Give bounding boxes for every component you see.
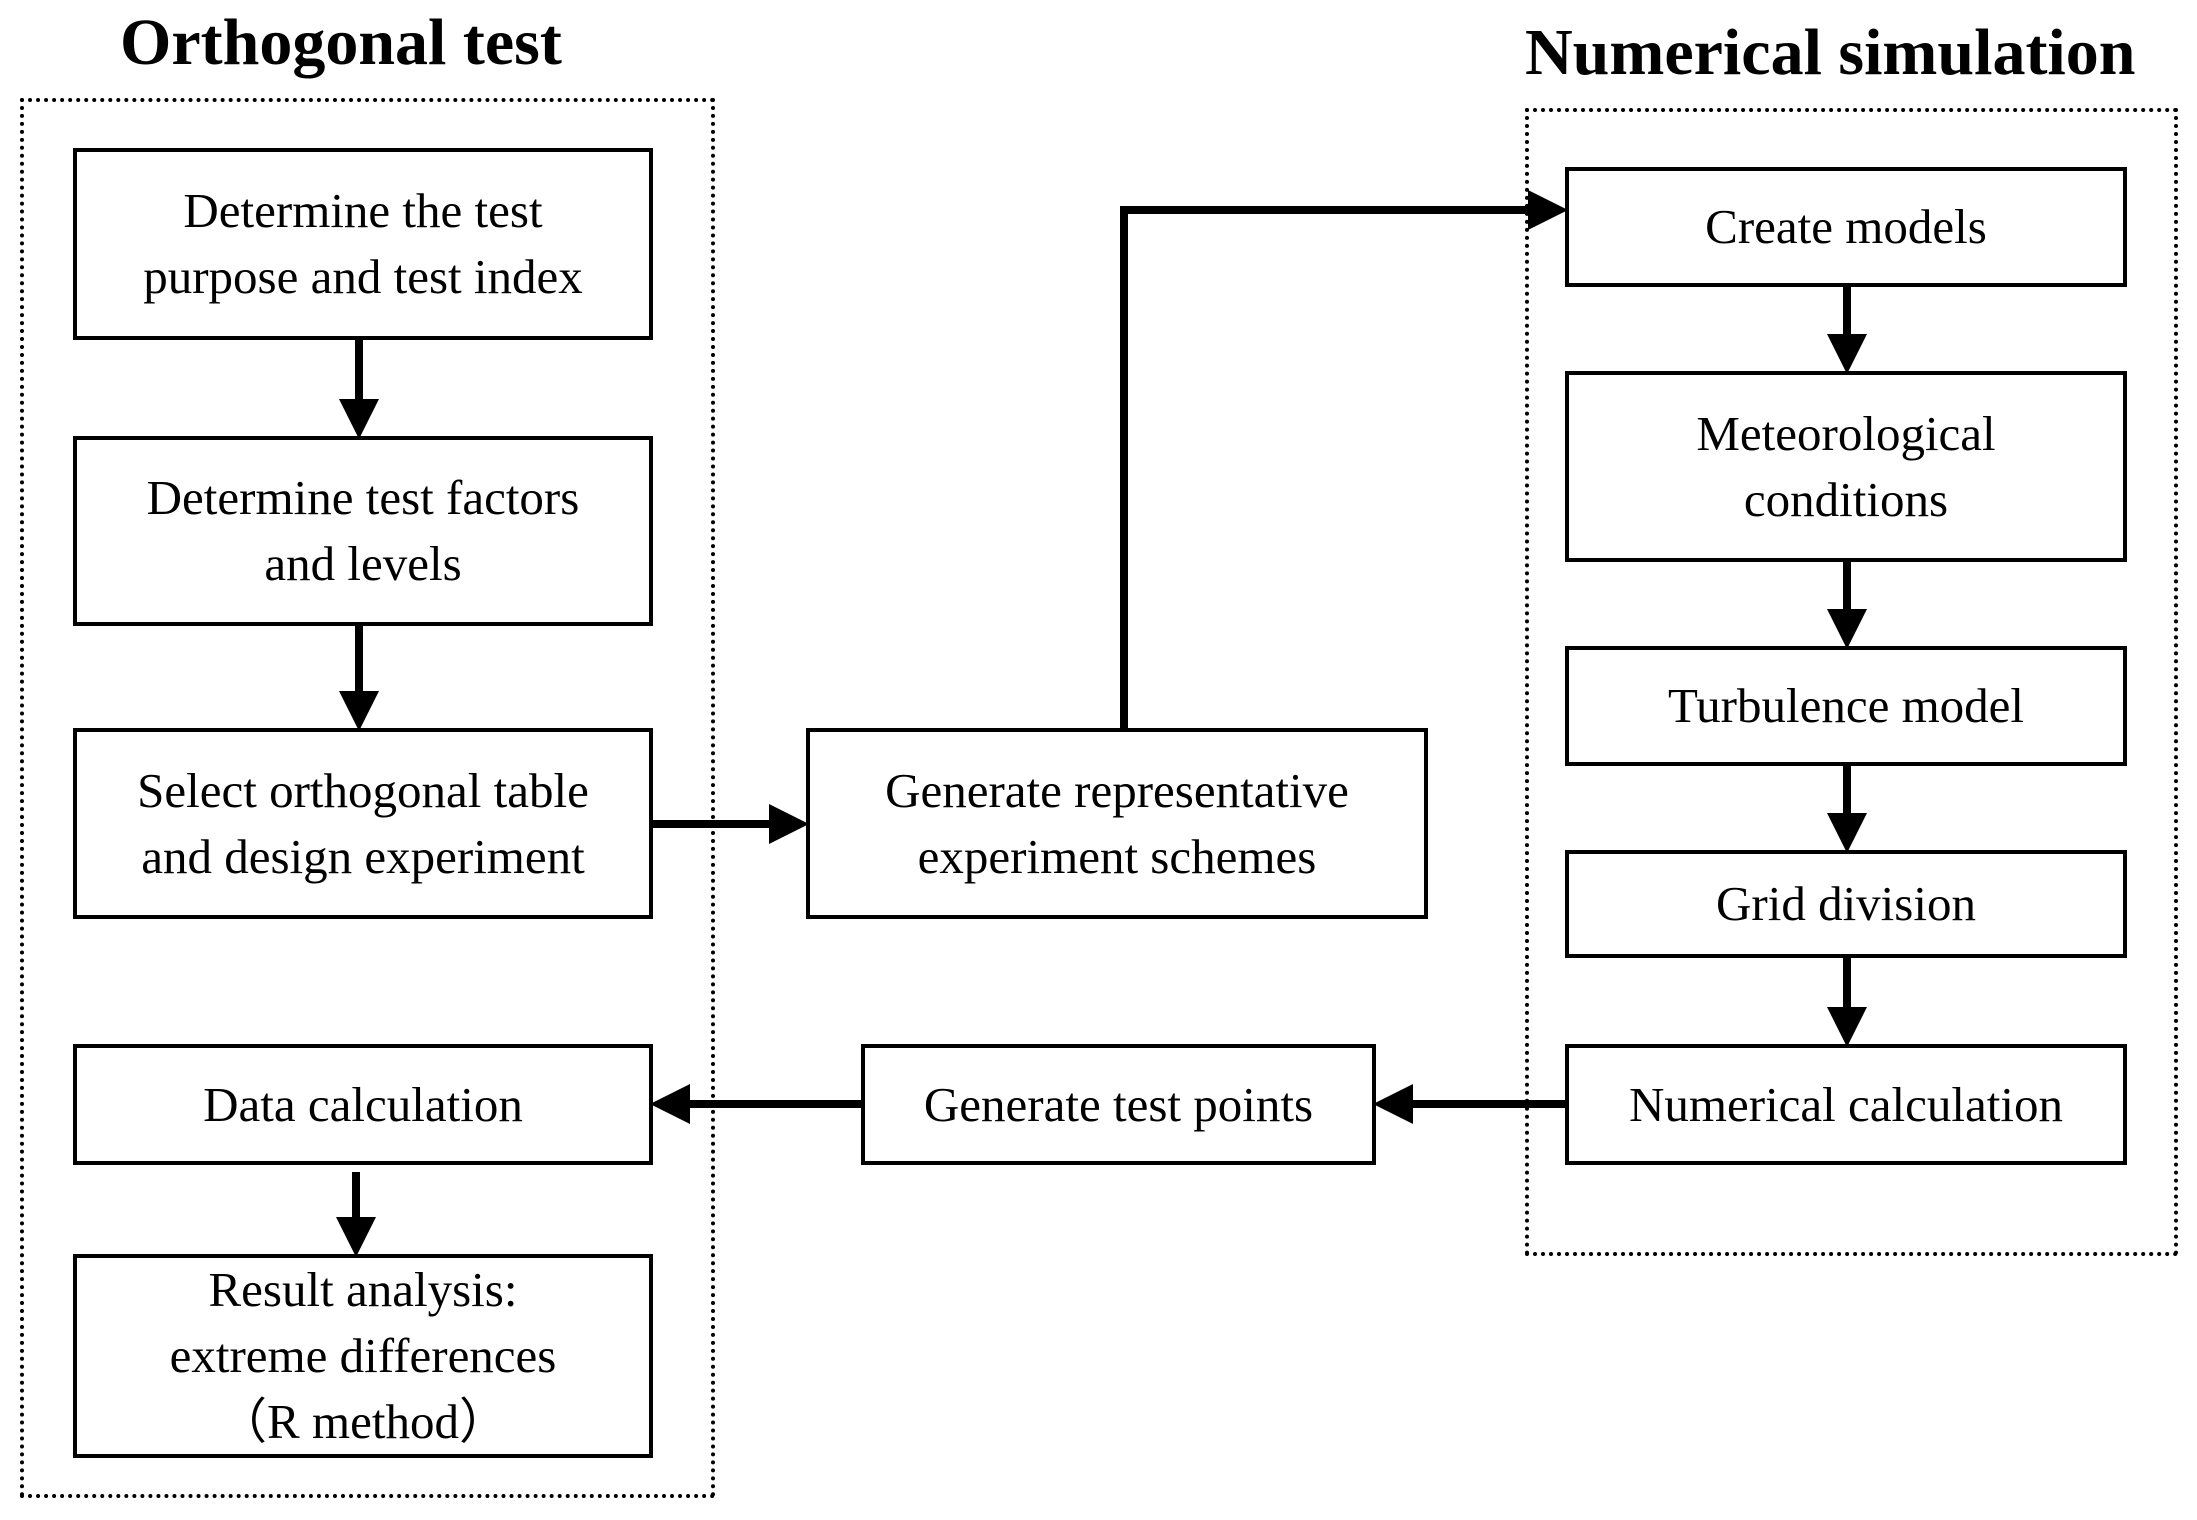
result-analysis-line-2: extreme differences: [169, 1328, 557, 1383]
data-calculation-box: Data calculation: [73, 1044, 653, 1165]
meteorological-conditions-box: Meteorological conditions: [1565, 371, 2127, 562]
generate-schemes-line-2: experiment schemes: [917, 828, 1317, 884]
data-calculation-line-1: Data calculation: [203, 1076, 523, 1132]
determine-purpose-box: Determine the test purpose and test inde…: [73, 148, 653, 340]
determine-factors-line-1: Determine test factors: [146, 470, 580, 525]
result-analysis-line-1: Result analysis:: [208, 1262, 518, 1317]
generate-test-points-box: Generate test points: [861, 1044, 1376, 1165]
arrow-schemes-to-create-models: [1120, 190, 1568, 728]
generate-schemes-line-1: Generate representative: [885, 762, 1349, 818]
meteorological-line-2: conditions: [1743, 471, 1949, 527]
determine-purpose-line-1: Determine the test: [183, 183, 543, 238]
meteorological-line-1: Meteorological: [1696, 405, 1996, 461]
turbulence-model-box: Turbulence model: [1565, 646, 2127, 766]
generate-test-points-line-1: Generate test points: [923, 1076, 1314, 1132]
result-analysis-box: Result analysis: extreme differences （R …: [73, 1254, 653, 1458]
orthogonal-test-frame: [20, 98, 715, 1498]
generate-schemes-box: Generate representative experiment schem…: [806, 728, 1428, 919]
select-table-line-2: and design experiment: [141, 828, 585, 884]
create-models-box: Create models: [1565, 167, 2127, 287]
determine-purpose-line-2: purpose and test index: [143, 249, 583, 304]
create-models-line-1: Create models: [1705, 199, 1987, 254]
determine-factors-box: Determine test factors and levels: [73, 436, 653, 626]
result-analysis-line-3: （R method）: [218, 1394, 508, 1449]
select-table-line-1: Select orthogonal table: [137, 762, 589, 818]
numerical-simulation-title: Numerical simulation: [1525, 16, 2136, 89]
grid-division-box: Grid division: [1565, 850, 2127, 958]
turbulence-model-line-1: Turbulence model: [1667, 678, 2025, 733]
numerical-calculation-line-1: Numerical calculation: [1629, 1076, 2063, 1132]
determine-factors-line-2: and levels: [264, 536, 462, 591]
orthogonal-test-title: Orthogonal test: [120, 6, 562, 79]
select-table-box: Select orthogonal table and design exper…: [73, 728, 653, 919]
numerical-calculation-box: Numerical calculation: [1565, 1044, 2127, 1165]
grid-division-line-1: Grid division: [1716, 876, 1976, 931]
